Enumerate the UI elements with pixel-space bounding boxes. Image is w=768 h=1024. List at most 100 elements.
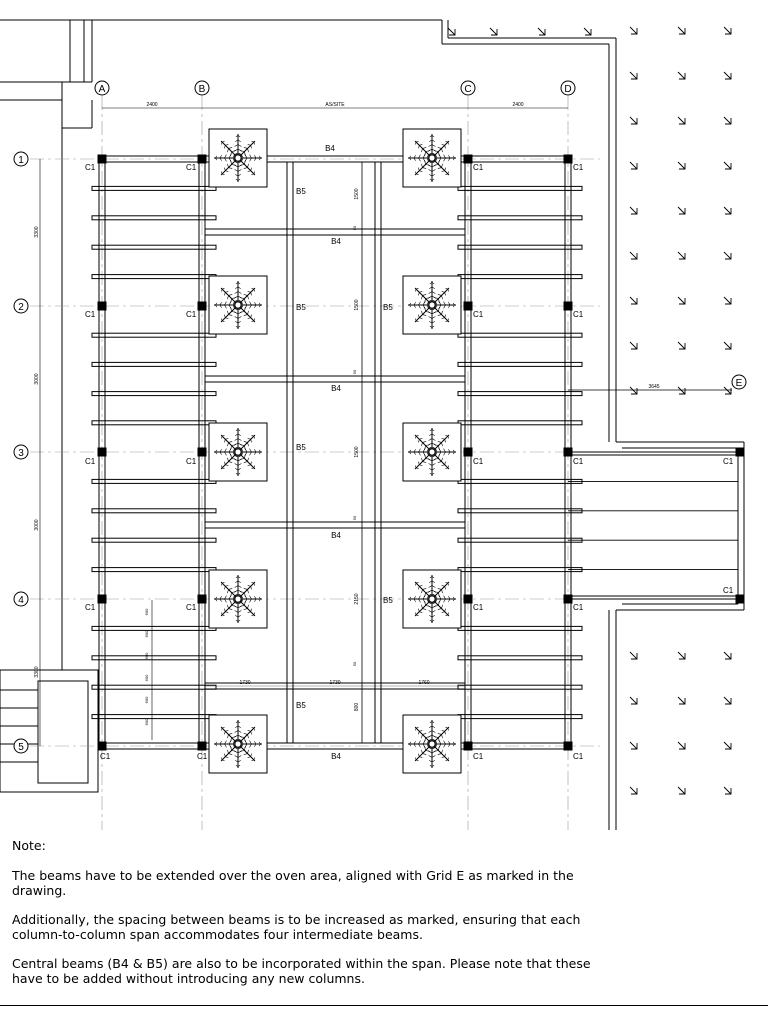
- tree-leaf: [413, 596, 416, 600]
- tree-leaf: [429, 135, 433, 138]
- tree-leaf: [421, 734, 423, 739]
- intermediate-beam-left: [91, 625, 217, 631]
- tree-leaf: [237, 433, 241, 436]
- tree-leaf: [444, 586, 446, 590]
- tree-leaf: [215, 598, 218, 602]
- tree-leaf: [431, 585, 436, 588]
- tree-leaf: [234, 316, 239, 319]
- tree-leaf: [441, 611, 445, 613]
- tree-leaf: [429, 760, 433, 763]
- tree-leaf: [250, 461, 252, 465]
- column-c1: [197, 301, 207, 311]
- tree-leaf: [222, 467, 225, 469]
- hatch-arrow: [723, 696, 732, 705]
- hatch-arrow: [723, 71, 732, 80]
- grid-bubble-column: [94, 80, 110, 96]
- tree-leaf: [230, 737, 232, 743]
- tree-trunk: [428, 154, 436, 162]
- tree-leaf: [219, 743, 222, 747]
- tree-leaf: [215, 741, 218, 745]
- hatch-arrow: [677, 386, 686, 395]
- column-label-c1: C1: [85, 457, 96, 466]
- tree-leaf: [418, 586, 420, 590]
- tree-leaf: [243, 147, 248, 149]
- tree-leaf: [437, 753, 442, 755]
- tree-leaf: [224, 740, 227, 745]
- tree-leaf: [428, 610, 433, 613]
- tree-leaf: [247, 310, 249, 315]
- tree-leaf: [422, 441, 427, 443]
- tree-leaf: [235, 576, 239, 579]
- dimension-left-small: 600: [144, 630, 149, 637]
- tree-leaf: [225, 291, 229, 293]
- tree-leaf: [419, 317, 423, 319]
- tree-leaf: [434, 740, 437, 747]
- tree-leaf: [249, 154, 252, 159]
- tree-leaf: [237, 139, 241, 142]
- tree-leaf: [441, 170, 445, 172]
- tree-leaf: [444, 608, 446, 612]
- tree-leaf: [416, 141, 419, 143]
- tree-leaf: [235, 721, 239, 724]
- column-label-c1: C1: [85, 310, 96, 319]
- intermediate-beam-right: [457, 567, 583, 573]
- tree-leaf: [447, 142, 449, 145]
- dimension-left-row: 3000: [34, 373, 40, 384]
- tree-leaf: [413, 743, 416, 747]
- tree-branch: [237, 434, 256, 453]
- tree-leaf: [222, 320, 225, 322]
- tree-leaf: [234, 755, 239, 758]
- tree-leaf: [413, 302, 416, 306]
- hatch-arrow: [677, 296, 686, 305]
- tree-leaf: [422, 451, 426, 457]
- tree-leaf: [429, 580, 433, 583]
- tree-leaf: [234, 585, 239, 588]
- intermediate-beam-right: [457, 478, 583, 484]
- column-c1: [197, 741, 207, 751]
- tree-leaf: [251, 173, 254, 175]
- tree-leaf: [244, 737, 246, 743]
- tree-leaf: [428, 169, 433, 172]
- tree-leaf: [237, 316, 242, 319]
- tree-leaf: [441, 589, 443, 594]
- tree-leaf: [441, 291, 445, 293]
- tree-leaf: [237, 610, 242, 613]
- tree-leaf: [250, 731, 252, 735]
- tree-leaf: [418, 439, 420, 443]
- dimension-center-vertical: 800: [354, 703, 360, 712]
- tree-leaf: [447, 757, 449, 760]
- tree-leaf: [227, 163, 229, 168]
- tree-leaf: [224, 439, 226, 443]
- beam-label-b4: B4: [331, 752, 341, 761]
- tree-leaf: [254, 598, 257, 602]
- tree-leaf: [239, 150, 245, 152]
- note-paragraph-3: Central beams (B4 & B5) are also to be i…: [12, 956, 591, 986]
- dimension-bottom-span: 1730: [239, 680, 250, 686]
- tree-leaf: [409, 157, 412, 161]
- dimension-left-row: 3300: [34, 226, 40, 237]
- tree-leaf: [228, 147, 233, 149]
- column-c1: [563, 154, 573, 164]
- tree-leaf: [230, 298, 232, 304]
- tree-leaf: [221, 171, 223, 174]
- column-label-c1: C1: [186, 603, 197, 612]
- tree-leaf: [235, 139, 239, 142]
- tree-leaf: [258, 596, 261, 600]
- dimension-center-vertical: 1500: [354, 299, 360, 310]
- tree-leaf: [419, 756, 423, 758]
- tree-leaf: [247, 144, 251, 146]
- beam-label-b5: B5: [383, 303, 393, 312]
- tree-leaf: [234, 610, 239, 613]
- tree-leaf: [429, 447, 436, 450]
- tree-leaf: [452, 304, 455, 308]
- tree-leaf: [243, 733, 248, 735]
- tree-leaf: [254, 302, 257, 306]
- tree-leaf: [418, 595, 421, 600]
- tree-leaf: [409, 451, 412, 455]
- tree-leaf: [240, 154, 243, 161]
- tree-leaf: [448, 741, 451, 745]
- tree-leaf: [215, 743, 218, 747]
- tree-leaf: [431, 316, 436, 319]
- tree-leaf: [239, 297, 245, 299]
- tree-leaf: [421, 604, 423, 609]
